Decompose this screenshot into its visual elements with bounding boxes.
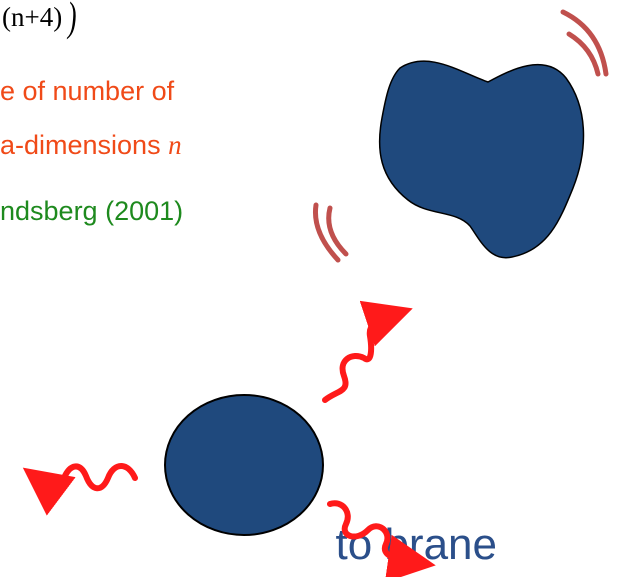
- note-red-variable: n: [168, 130, 182, 160]
- formula-fragment: (n+4)): [2, 0, 79, 40]
- note-red-line-1: e of number of: [0, 76, 175, 106]
- emission-arcs-top: [560, 9, 609, 77]
- wavy-arrow-lower: [327, 500, 436, 577]
- deformed-blob: [378, 60, 585, 259]
- note-red-line-2: a-dimensions n: [0, 130, 182, 161]
- wavy-arrow-left: [22, 463, 138, 516]
- note-red-line-2-text: a-dimensions: [0, 130, 169, 160]
- round-blob: [164, 394, 324, 536]
- emission-arcs-left: [312, 202, 349, 263]
- wavy-arrow-upper: [322, 300, 413, 403]
- formula-text: (n+4): [2, 2, 63, 32]
- citation-text: ndsberg (2001): [0, 196, 184, 226]
